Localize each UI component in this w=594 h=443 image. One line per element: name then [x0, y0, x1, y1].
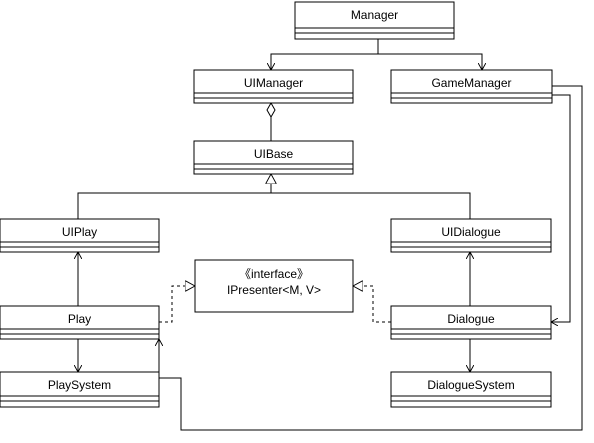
class-play[interactable]: Play	[0, 305, 160, 340]
class-name: PlaySystem	[48, 378, 111, 392]
class-name: UIDialogue	[441, 225, 501, 239]
class-dialogue[interactable]: Dialogue	[390, 305, 552, 340]
class-name: UIPlay	[62, 225, 97, 239]
class-name: Dialogue	[447, 312, 495, 326]
edge-uidialogue-inherits-uibase	[271, 192, 471, 219]
edge-uiplay-inherits-uibase	[77, 174, 271, 219]
class-name: UIBase	[254, 147, 294, 161]
class-name: GameManager	[431, 76, 511, 90]
class-playsystem[interactable]: PlaySystem	[0, 371, 160, 408]
class-name: Play	[68, 312, 91, 326]
class-gamemanager[interactable]: GameManager	[390, 69, 553, 104]
edge-dialogue-realizes-ipresenter	[353, 286, 391, 323]
class-uimanager[interactable]: UIManager	[193, 69, 354, 104]
class-name: DialogueSystem	[427, 378, 514, 392]
class-name: UIManager	[244, 76, 303, 90]
class-uidialogue[interactable]: UIDialogue	[390, 218, 552, 253]
interface-ipresenter[interactable]: 《interface》 IPresenter<M, V>	[194, 259, 354, 313]
edge-manager-to-uimanager	[271, 39, 379, 70]
interface-name: IPresenter<M, V>	[227, 283, 321, 297]
class-dialoguesystem[interactable]: DialogueSystem	[390, 371, 552, 408]
class-uiplay[interactable]: UIPlay	[0, 218, 160, 253]
edge-play-realizes-ipresenter	[159, 286, 195, 323]
edge-gamemanager-to-dialogue	[551, 94, 571, 322]
interface-stereotype: 《interface》	[239, 267, 309, 281]
edge-manager-to-gamemanager	[377, 39, 482, 70]
class-uibase[interactable]: UIBase	[193, 140, 354, 175]
class-name: Manager	[351, 8, 398, 22]
class-manager[interactable]: Manager	[294, 1, 455, 40]
